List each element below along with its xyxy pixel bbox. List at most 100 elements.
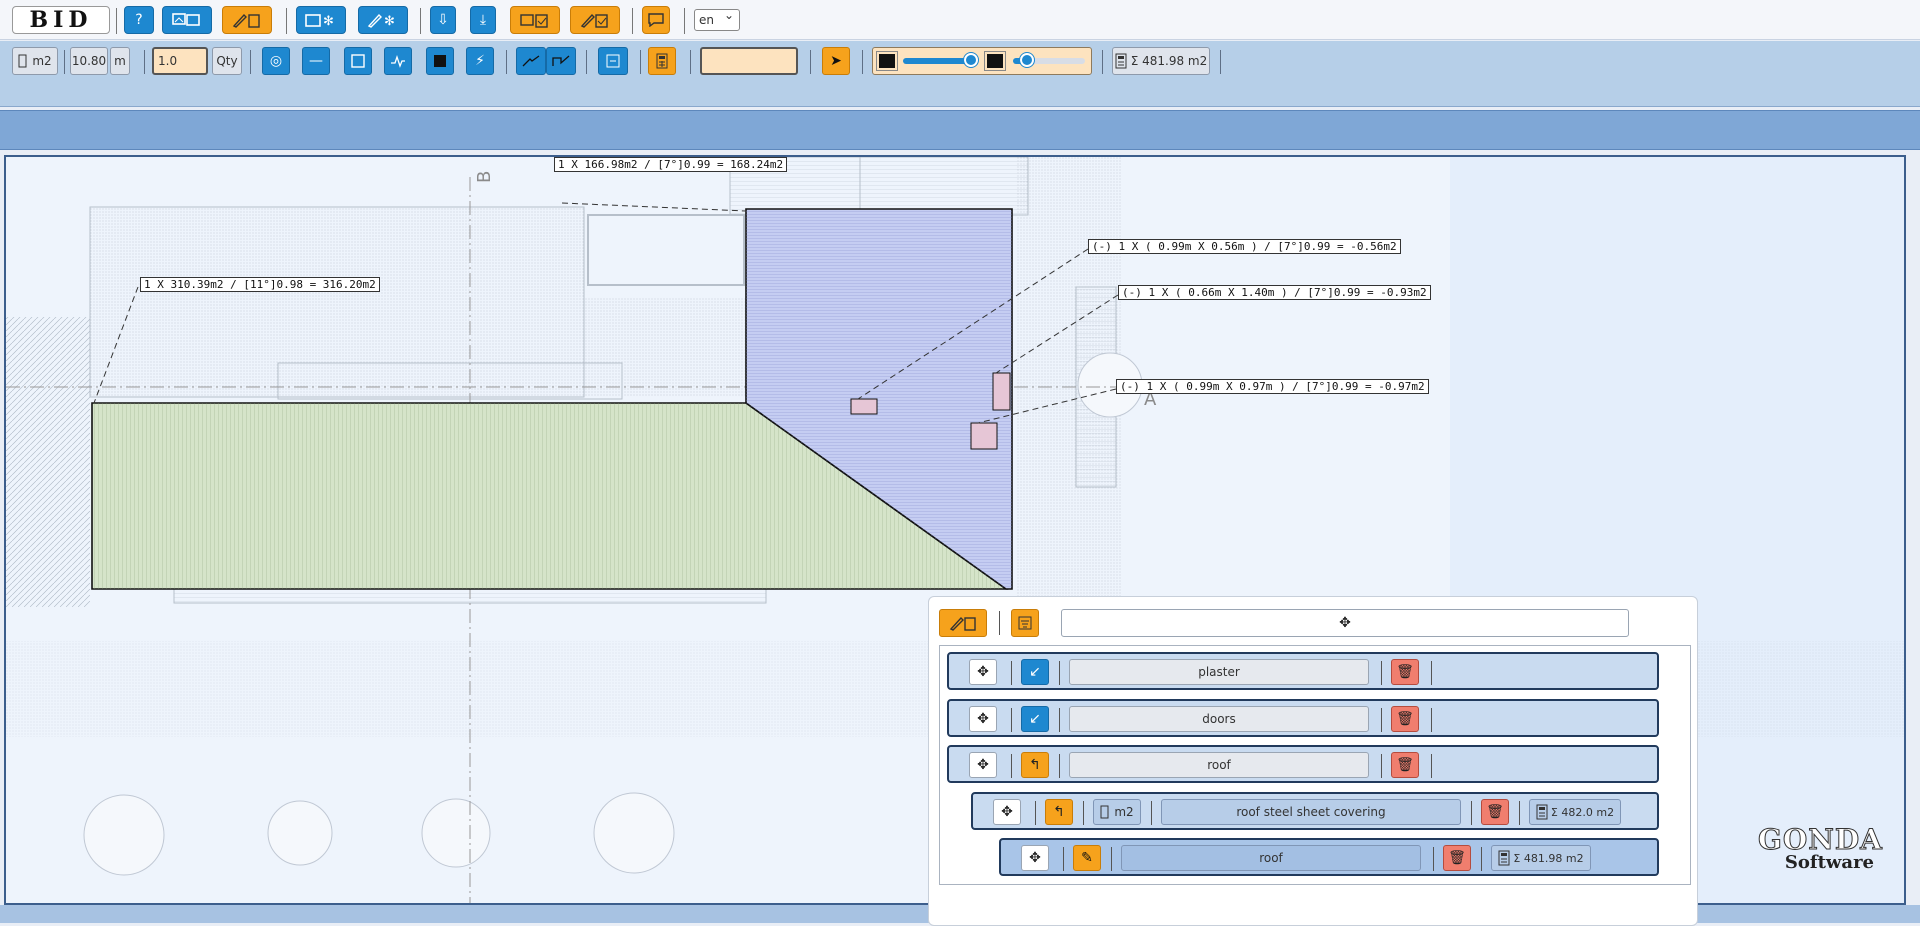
item-name[interactable]: roof — [1069, 752, 1369, 778]
separator — [1059, 754, 1060, 778]
open-project-button[interactable] — [162, 6, 212, 34]
deduct-tool[interactable] — [598, 47, 628, 75]
separator — [1111, 847, 1112, 871]
edit-clipboard-button[interactable] — [222, 6, 272, 34]
calculator-icon — [1498, 850, 1510, 866]
roof-area-label[interactable]: 1 X 166.98m2 / [7°]0.99 = 168.24m2 — [554, 157, 788, 172]
list-item[interactable]: ✥ ↙ plaster 🗑 — [947, 652, 1659, 690]
indent-button[interactable]: ↙ — [1021, 706, 1049, 732]
length-unit[interactable]: m — [110, 47, 130, 75]
calculator-button[interactable] — [648, 47, 676, 75]
import-button[interactable]: ⇩ — [430, 6, 456, 34]
pencil-freeze-button[interactable]: ✻ — [358, 6, 408, 34]
deduction-label[interactable]: (-) 1 X ( 0.66m X 1.40m ) / [7°]0.99 = -… — [1118, 285, 1431, 300]
outdent-button[interactable]: ↰ — [1045, 799, 1073, 825]
edit-measurement-button[interactable]: ✎ — [1073, 845, 1101, 871]
save-button[interactable]: ⤓ — [470, 6, 496, 34]
help-button[interactable]: ? — [124, 6, 154, 34]
move-button[interactable]: ✥ — [993, 799, 1021, 825]
fill-color-swatch[interactable] — [876, 51, 898, 71]
area-unit-button[interactable]: m2 — [12, 47, 58, 75]
list-item[interactable]: ✥ ↙ doors 🗑 — [947, 699, 1659, 737]
item-total-label: Σ 482.0 m2 — [1550, 805, 1615, 819]
delete-button[interactable]: 🗑 — [1481, 799, 1509, 825]
list-item-grandchild[interactable]: ✥ ✎ roof 🗑 Σ 481.98 m2 — [999, 838, 1659, 876]
language-select[interactable]: en — [694, 8, 740, 31]
panel-drag-handle[interactable]: ✥ — [1061, 609, 1629, 637]
move-button[interactable]: ✥ — [969, 659, 997, 685]
qty-label[interactable]: Qty — [212, 47, 242, 75]
item-name[interactable]: plaster — [1069, 659, 1369, 685]
name-input[interactable] — [700, 47, 798, 75]
comment-button[interactable] — [642, 6, 670, 34]
separator — [1035, 801, 1036, 825]
download-box-icon: ⤓ — [479, 12, 487, 28]
polyline-tool[interactable] — [384, 47, 412, 75]
line-opacity-slider[interactable] — [1013, 52, 1085, 68]
filled-square-icon — [434, 55, 446, 67]
export-images-button[interactable] — [510, 6, 560, 34]
item-name[interactable]: roof steel sheet covering — [1161, 799, 1461, 825]
fill-area-tool[interactable] — [426, 47, 454, 75]
move-button[interactable]: ✥ — [969, 706, 997, 732]
deduction-label[interactable]: (-) 1 X ( 0.99m X 0.56m ) / [7°]0.99 = -… — [1088, 239, 1401, 254]
move-button[interactable]: ✥ — [969, 752, 997, 778]
slope-area-tool[interactable] — [546, 47, 576, 75]
item-total-button[interactable]: Σ 482.0 m2 — [1529, 799, 1621, 825]
deduction-opening[interactable] — [992, 372, 1011, 411]
qty-input[interactable]: 1.0 — [152, 47, 208, 75]
slope-line-tool[interactable] — [516, 47, 546, 75]
outdent-button[interactable]: ↰ — [1021, 752, 1049, 778]
delete-button[interactable]: 🗑 — [1391, 706, 1419, 732]
rectangle-tool[interactable] — [344, 47, 372, 75]
item-name[interactable]: roof — [1121, 845, 1421, 871]
length-value[interactable]: 10.80 — [70, 47, 108, 75]
separator — [250, 50, 251, 74]
pencil-check-icon — [580, 13, 608, 28]
auto-detect-tool[interactable]: ⚡ — [466, 47, 494, 75]
top-toolbar: BID ? ✻ ✻ ⇩ ⤓ en — [0, 0, 1920, 40]
item-name[interactable]: doors — [1069, 706, 1369, 732]
line-opacity-handle[interactable] — [1019, 52, 1036, 68]
deduction-opening[interactable] — [850, 398, 878, 415]
status-bar — [0, 110, 1920, 150]
separator — [1011, 708, 1012, 732]
navigate-button[interactable]: ➤ — [822, 47, 850, 75]
delete-button[interactable]: 🗑 — [1391, 752, 1419, 778]
items-list — [939, 645, 1691, 885]
fill-opacity-slider[interactable] — [903, 52, 980, 68]
edit-items-button[interactable] — [939, 609, 987, 637]
separator — [690, 50, 691, 74]
line-color-swatch[interactable] — [984, 51, 1006, 71]
export-list-button[interactable] — [570, 6, 620, 34]
bid-logo[interactable]: BID — [12, 6, 110, 34]
delete-button[interactable]: 🗑 — [1443, 845, 1471, 871]
move-button[interactable]: ✥ — [1021, 845, 1049, 871]
leader-line — [561, 202, 747, 212]
separator — [640, 50, 641, 74]
point-tool[interactable]: ◎ — [262, 47, 290, 75]
indent-button[interactable]: ↙ — [1021, 659, 1049, 685]
wall-area-label[interactable]: 1 X 310.39m2 / [11°]0.98 = 316.20m2 — [140, 277, 380, 292]
deduction-label[interactable]: (-) 1 X ( 0.99m X 0.97m ) / [7°]0.99 = -… — [1116, 379, 1429, 394]
delete-button[interactable]: 🗑 — [1391, 659, 1419, 685]
terrace-outline — [277, 362, 623, 400]
trash-icon: 🗑 — [1396, 757, 1414, 773]
terrain-area — [89, 206, 585, 398]
unit-button[interactable]: m2 — [1093, 799, 1141, 825]
separator — [144, 50, 145, 74]
total-area-button[interactable]: Σ 481.98 m2 — [1112, 47, 1210, 75]
list-item-child[interactable]: ✥ ↰ m2 roof steel sheet covering 🗑 Σ 482… — [971, 792, 1659, 830]
list-item[interactable]: ✥ ↰ roof 🗑 — [947, 745, 1659, 783]
filter-button[interactable] — [1011, 609, 1039, 637]
item-total-button[interactable]: Σ 481.98 m2 — [1491, 845, 1591, 871]
fill-opacity-handle[interactable] — [963, 52, 980, 68]
planter — [587, 214, 745, 286]
deduction-opening[interactable] — [970, 422, 998, 450]
calculator-icon — [1536, 804, 1548, 820]
roof-hatch — [746, 209, 1012, 589]
move-icon: ✥ — [977, 711, 989, 727]
line-tool[interactable]: — — [302, 47, 330, 75]
line-opacity-fill — [1013, 58, 1028, 64]
image-freeze-button[interactable]: ✻ — [296, 6, 346, 34]
